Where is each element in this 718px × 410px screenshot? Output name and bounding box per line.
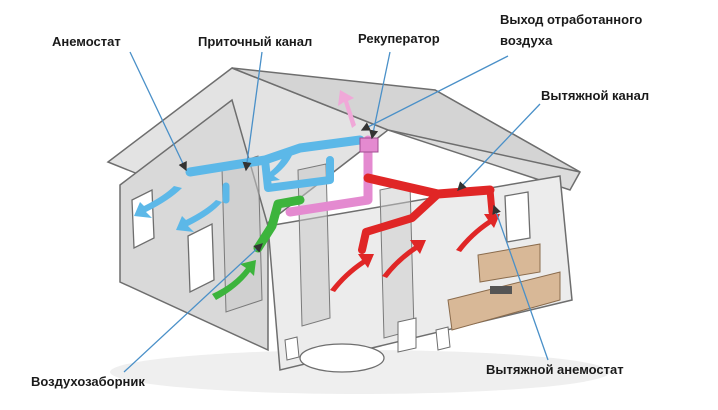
supply-duct <box>185 135 365 177</box>
leader-anemostat <box>129 51 187 172</box>
label-exhaust-duct: Вытяжной канал <box>541 88 650 103</box>
window-left-2 <box>187 222 215 294</box>
leader-exhaust-duct <box>457 103 541 191</box>
window-right <box>504 191 531 243</box>
exhaust-duct-branch <box>358 190 442 254</box>
window-left-1 <box>131 188 155 250</box>
toilet-1 <box>284 336 300 361</box>
supply-air-arrow-3 <box>264 150 294 182</box>
label-air-intake: Воздухозаборник <box>31 374 145 389</box>
exhaust-air-arrow-2 <box>382 240 426 278</box>
toilet-2 <box>435 326 451 351</box>
exhaust-out-arrow <box>338 90 356 128</box>
supply-air-arrow-2 <box>176 200 222 232</box>
recuperator-unit <box>359 137 379 153</box>
exhaust-duct-drop <box>486 186 496 216</box>
roof-ridge-face <box>231 67 581 173</box>
kitchen-counter <box>447 271 561 331</box>
leader-exhaust-out <box>360 55 509 131</box>
label-anemostat: Анемостат <box>52 34 121 49</box>
exhaust-air-arrow-3 <box>456 214 500 252</box>
bathtub <box>299 343 385 373</box>
leader-supply-duct <box>242 51 263 172</box>
partition-2 <box>297 163 331 327</box>
label-exhaust-out-2: воздуха <box>500 33 553 48</box>
exhaust-air-arrow-1 <box>330 254 374 292</box>
stove <box>490 286 512 294</box>
label-exhaust-out-1: Выход отработанного <box>500 12 643 27</box>
label-recuperator: Рекуператор <box>358 31 440 46</box>
recuperator-duct <box>285 135 373 217</box>
sink <box>397 317 417 353</box>
air-intake-duct <box>253 195 305 253</box>
label-supply-duct: Приточный канал <box>198 34 313 49</box>
kitchen-cabinet <box>477 243 541 283</box>
label-exhaust-anemostat: Вытяжной анемостат <box>486 362 624 377</box>
supply-air-arrow-1 <box>134 186 182 218</box>
leader-air-intake <box>123 243 263 373</box>
fresh-air-arrow <box>212 260 256 300</box>
ground-shadow <box>110 350 610 394</box>
leader-exhaust-anemostat <box>492 204 549 361</box>
